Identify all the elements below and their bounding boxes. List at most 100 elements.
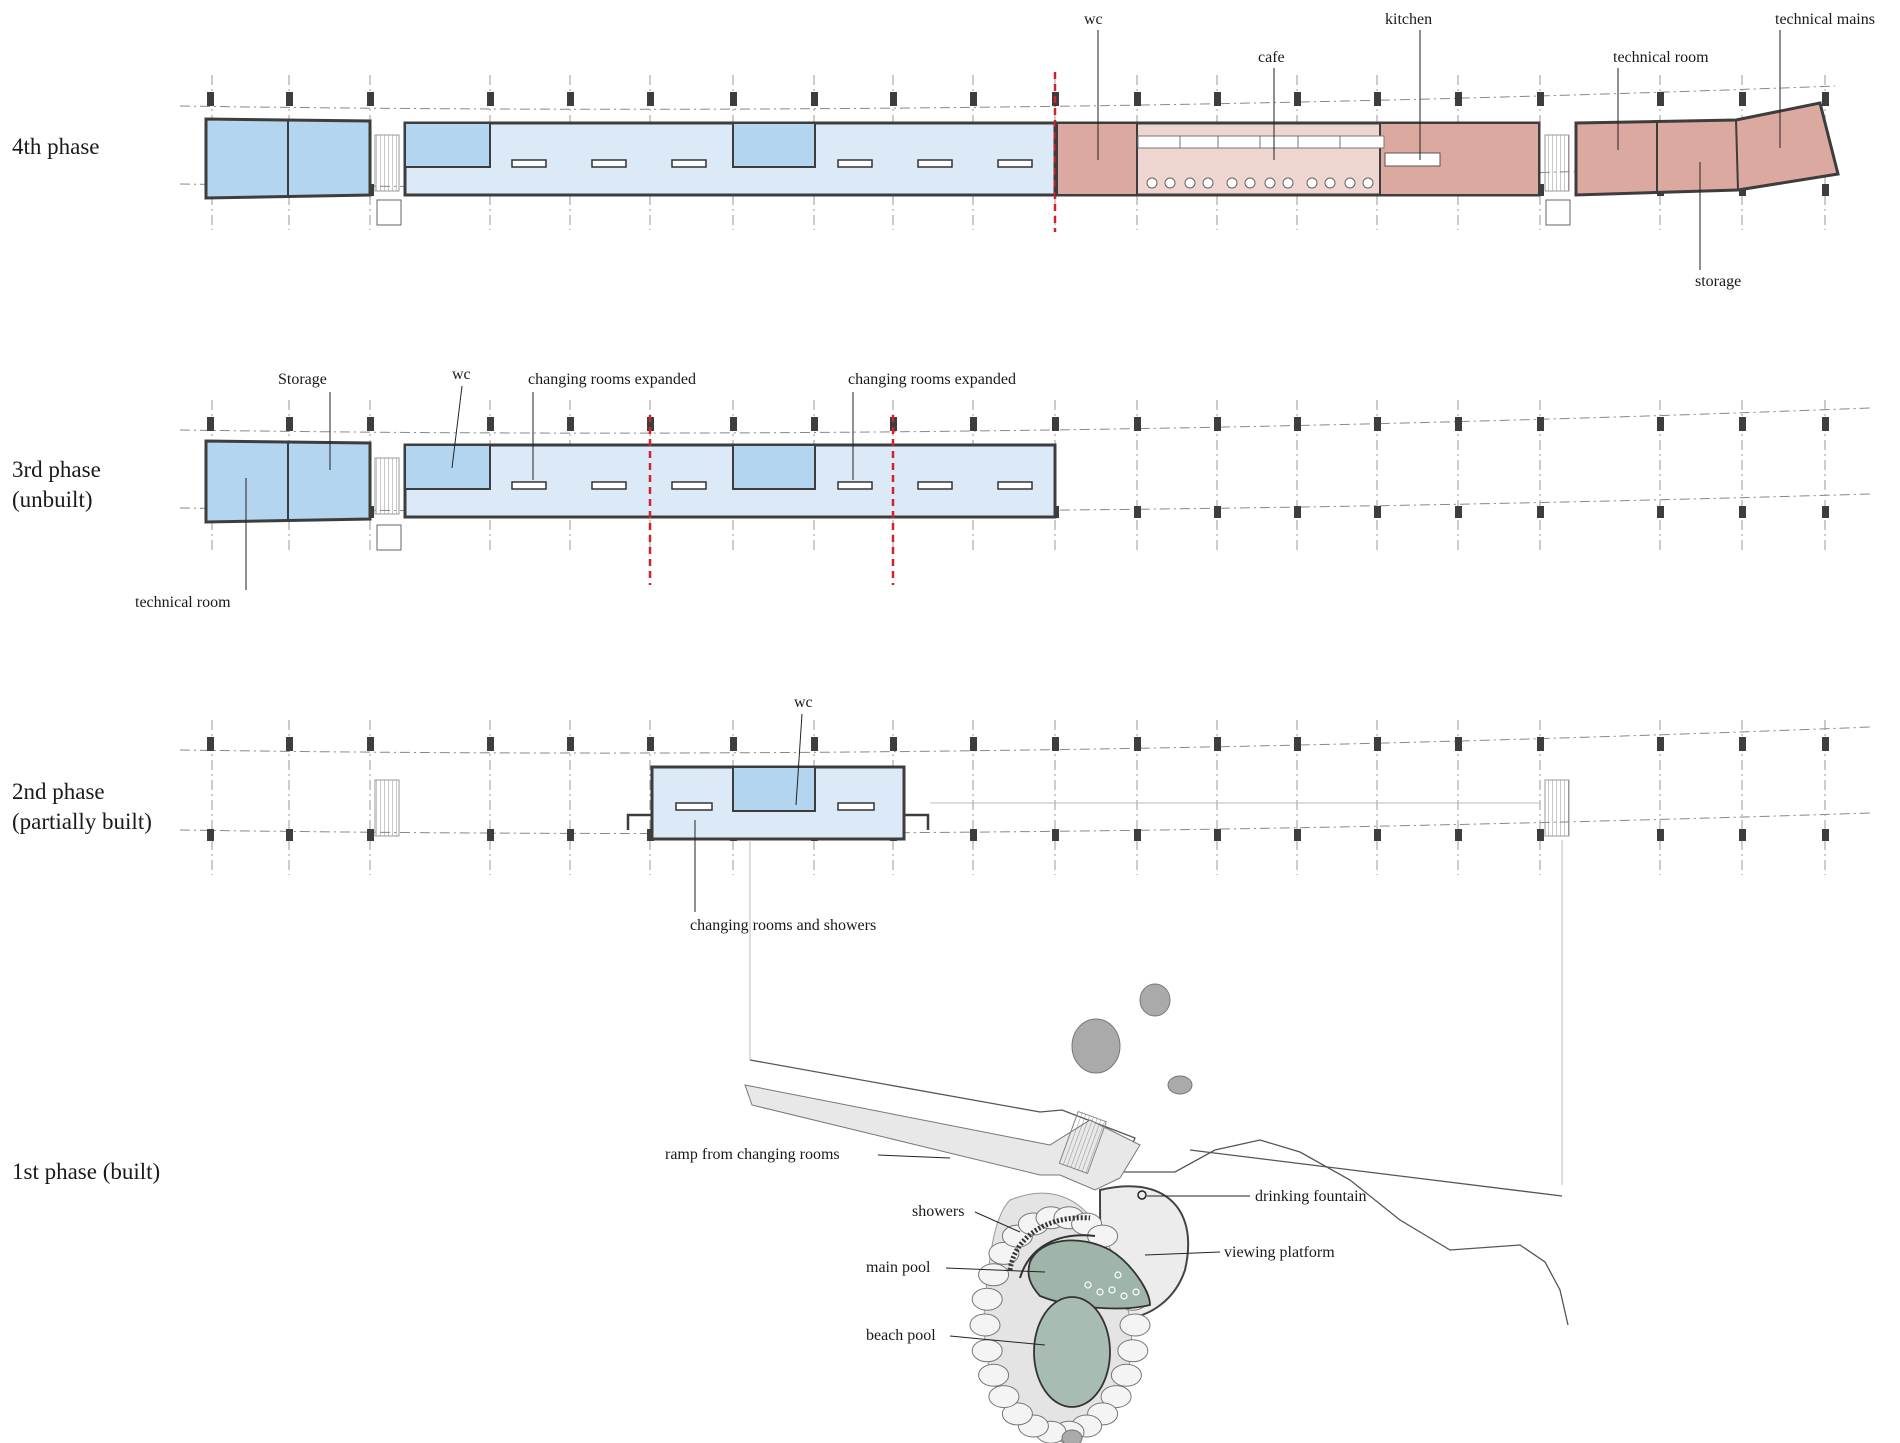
phase-3-plan: Storage wc changing rooms expanded chang…: [135, 366, 1871, 611]
p3-label-wc: wc: [452, 366, 471, 383]
column: [286, 417, 293, 431]
phase-2-plan: wc changing rooms and showers: [179, 694, 1871, 934]
column: [286, 829, 293, 841]
column: [1134, 92, 1141, 106]
column: [890, 737, 897, 751]
column: [1134, 506, 1141, 518]
p3-benches: [511, 481, 1033, 490]
p1-label-main-pool: main pool: [866, 1259, 931, 1276]
column: [1052, 417, 1059, 431]
rock: [1001, 1402, 1033, 1426]
rock: [978, 1363, 1010, 1387]
chair: [1324, 177, 1336, 189]
p2-label-changing: changing rooms and showers: [690, 917, 876, 934]
pool-dot: [1114, 1271, 1122, 1279]
rock: [971, 1339, 1003, 1363]
column: [1657, 506, 1664, 518]
p3-label-storage: Storage: [278, 371, 327, 388]
rock: [1119, 1313, 1151, 1337]
chair: [1184, 177, 1196, 189]
column: [1822, 506, 1829, 518]
p1-drinking-fountain-marker: [1137, 1190, 1147, 1200]
column: [1052, 829, 1059, 841]
bench: [511, 159, 547, 168]
chair: [1146, 177, 1158, 189]
column: [1214, 737, 1221, 751]
column: [1294, 92, 1301, 106]
column: [811, 737, 818, 751]
column: [1294, 506, 1301, 518]
rock: [1110, 1363, 1142, 1387]
bench: [591, 481, 627, 490]
table: [1297, 135, 1343, 149]
column: [286, 737, 293, 751]
chair: [1362, 177, 1374, 189]
column: [890, 92, 897, 106]
column: [1822, 184, 1829, 196]
p2-columns: [207, 720, 1829, 875]
column: [970, 737, 977, 751]
p1-pool-features: [1084, 1271, 1140, 1300]
column: [970, 92, 977, 106]
p4-cafe-tables: [1137, 135, 1385, 189]
rock: [971, 1287, 1003, 1311]
pool-dot: [1108, 1286, 1116, 1294]
bench: [917, 159, 953, 168]
chair: [1226, 177, 1238, 189]
column: [1739, 506, 1746, 518]
column: [567, 737, 574, 751]
column: [286, 92, 293, 106]
rock: [978, 1263, 1010, 1287]
bench: [671, 159, 707, 168]
chair: [1264, 177, 1276, 189]
column: [1537, 829, 1544, 841]
rock: [988, 1385, 1020, 1409]
column: [1822, 737, 1829, 751]
p4-technical-block: [1574, 101, 1840, 197]
p1-label-showers: showers: [912, 1203, 964, 1220]
chair: [1202, 177, 1214, 189]
p1-label-ramp: ramp from changing rooms: [665, 1146, 840, 1163]
column: [1052, 737, 1059, 751]
column: [367, 417, 374, 431]
p4-benches: [511, 159, 1033, 168]
column: [647, 737, 654, 751]
column: [1374, 737, 1381, 751]
phase-title-1st: 1st phase (built): [12, 1159, 161, 1184]
column: [487, 829, 494, 841]
column: [647, 417, 654, 431]
column: [730, 737, 737, 751]
table: [1259, 135, 1305, 149]
chair: [1344, 177, 1356, 189]
column: [1214, 506, 1221, 518]
column: [487, 92, 494, 106]
phase-1-plan: ramp from changing rooms showers main po…: [665, 983, 1569, 1443]
p4-changing-block: [403, 121, 1057, 197]
p4-label-storage: storage: [1695, 273, 1741, 290]
p1-rock-3: [1167, 1075, 1193, 1095]
p3-label-technical-room: technical room: [135, 594, 231, 611]
p1-label-drinking-fountain: drinking fountain: [1255, 1188, 1367, 1205]
column: [1374, 92, 1381, 106]
p1-label-beach-pool: beach pool: [866, 1327, 936, 1344]
chair: [1244, 177, 1256, 189]
rock: [1117, 1339, 1149, 1363]
bench: [997, 159, 1033, 168]
p1-rock-2: [1071, 1018, 1121, 1074]
rock: [969, 1313, 1001, 1337]
column: [1739, 737, 1746, 751]
column: [1537, 737, 1544, 751]
column: [1657, 737, 1664, 751]
p1-label-viewing-platform: viewing platform: [1224, 1244, 1335, 1261]
column: [1537, 506, 1544, 518]
column: [811, 417, 818, 431]
column: [207, 829, 214, 841]
table: [1137, 135, 1183, 149]
bench: [837, 481, 873, 490]
column: [1657, 92, 1664, 106]
column: [1455, 417, 1462, 431]
p1-main-pool: [1027, 1239, 1151, 1310]
column: [1214, 92, 1221, 106]
column: [487, 737, 494, 751]
